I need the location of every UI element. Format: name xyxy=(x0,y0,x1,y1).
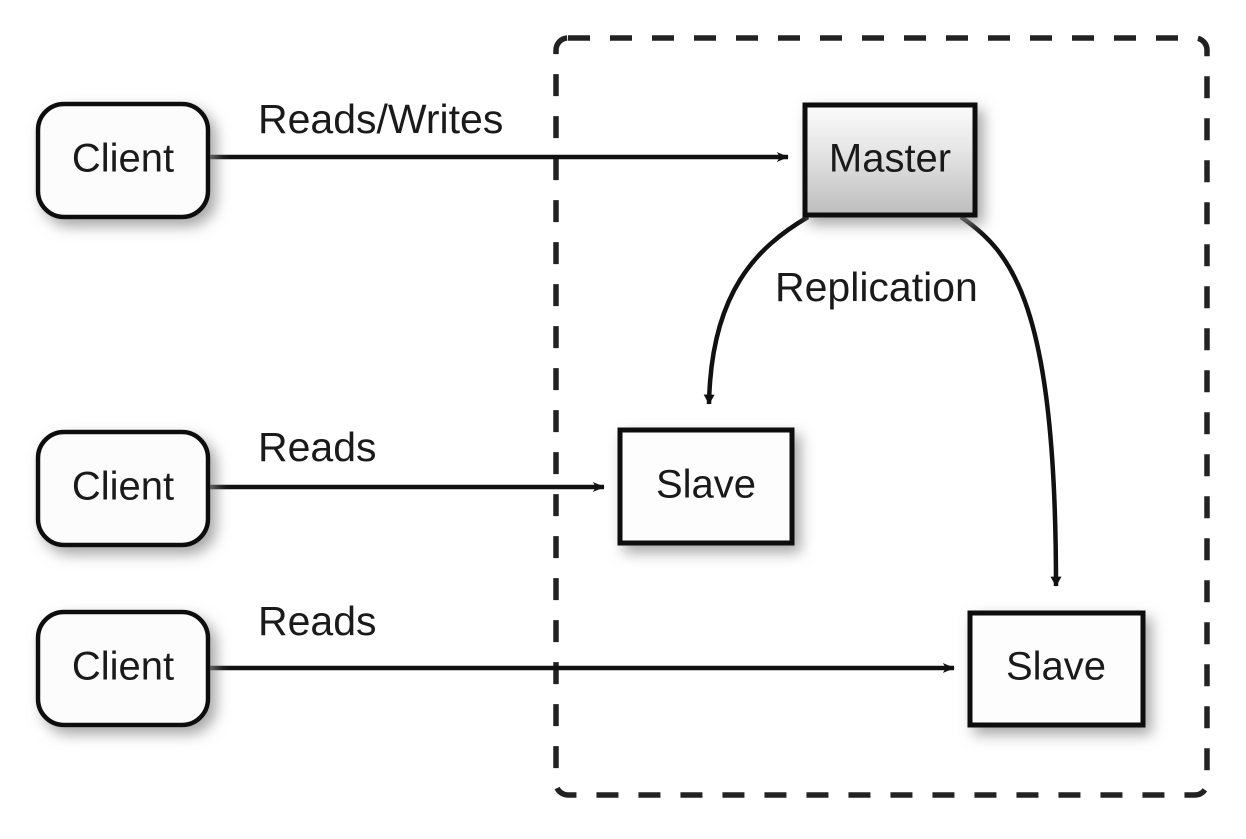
client-1-label: Client xyxy=(72,137,174,181)
node-client-3[interactable]: Client xyxy=(35,609,211,728)
node-client-2[interactable]: Client xyxy=(35,429,211,548)
node-client-1[interactable]: Client xyxy=(35,101,211,220)
node-slave-1[interactable]: Slave xyxy=(617,427,795,546)
client-2-box[interactable] xyxy=(35,429,211,548)
nodes-layer: Client Client Client Master Slave xyxy=(35,101,1146,728)
edge-label-reads-1: Reads xyxy=(258,424,377,470)
slave-2-label: Slave xyxy=(1006,645,1106,689)
slave-2-box[interactable] xyxy=(967,610,1146,728)
edge-master-to-slave1-replication xyxy=(703,215,810,405)
edge-labels-layer: Reads/Writes Reads Reads Replication xyxy=(258,96,978,644)
slave-1-box[interactable] xyxy=(617,427,795,546)
database-cluster-boundary xyxy=(553,35,1210,798)
client-1-box[interactable] xyxy=(35,101,211,220)
node-master[interactable]: Master xyxy=(802,102,978,218)
node-slave-2[interactable]: Slave xyxy=(967,610,1146,728)
edge-label-replication: Replication xyxy=(775,264,978,310)
edge-label-reads-2: Reads xyxy=(258,598,377,644)
master-label: Master xyxy=(829,137,951,181)
client-2-label: Client xyxy=(72,465,174,509)
client-3-label: Client xyxy=(72,645,174,689)
client-3-box[interactable] xyxy=(35,609,211,728)
slave-1-label: Slave xyxy=(656,463,756,507)
edges-layer xyxy=(210,152,1062,673)
master-box[interactable] xyxy=(802,102,978,218)
edge-master-to-slave2-replication xyxy=(959,215,1062,587)
edge-label-reads-writes: Reads/Writes xyxy=(258,96,503,142)
